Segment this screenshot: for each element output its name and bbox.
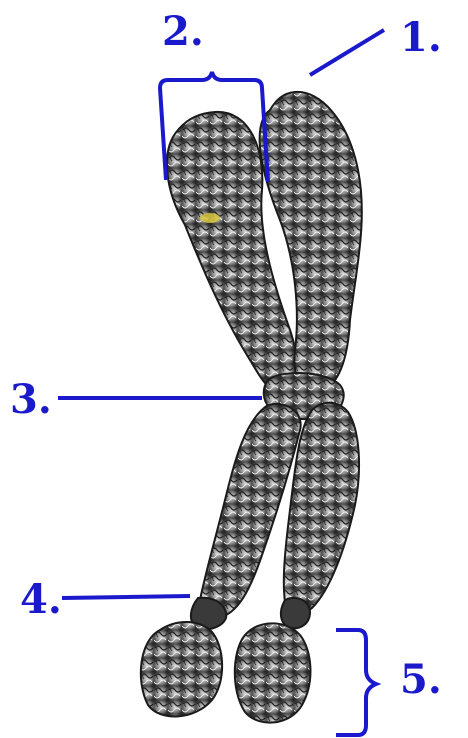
highlight-spot	[200, 213, 220, 223]
label-5: 5.	[400, 660, 442, 700]
label-4: 4.	[20, 580, 62, 620]
label-5-bracket	[336, 630, 376, 735]
right-stalk	[281, 598, 310, 628]
label-3: 3.	[10, 380, 52, 420]
right-satellite	[235, 623, 311, 722]
label-1: 1.	[400, 18, 442, 58]
label-4-leader	[62, 596, 190, 598]
label-1-leader	[310, 30, 384, 75]
label-2: 2.	[162, 12, 204, 52]
left-satellite	[141, 622, 222, 716]
